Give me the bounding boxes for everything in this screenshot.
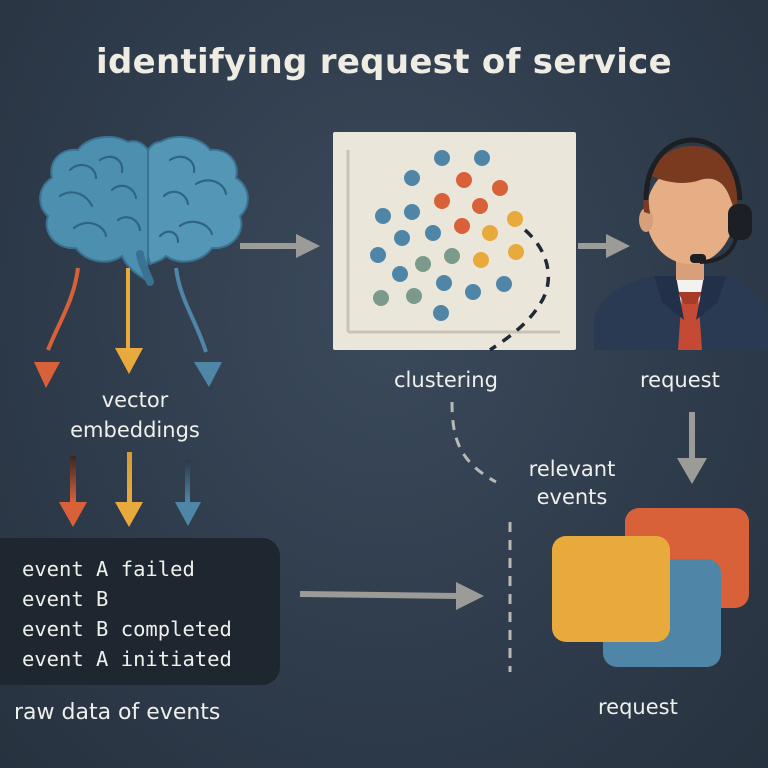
arrowhead-orange [34,362,60,388]
embedding-arrows [46,267,208,353]
scatter-dot [436,275,452,291]
scatter-dot [474,150,490,166]
agent-with-headset-icon [594,137,768,350]
arrow-brain-to-clustering [240,234,320,258]
clustering-label: clustering [394,368,498,392]
scatter-dot [373,290,389,306]
card-mustard [552,536,670,642]
scatter-dot [482,225,498,241]
scatter-dot [425,225,441,241]
scatter-dot [507,211,523,227]
relevant-events-line1: relevant [528,457,616,481]
scatter-dot [492,180,508,196]
vector-embeddings-label: vector embeddings [40,385,230,445]
arrow-raw-data-to-request [299,582,484,610]
arrow-shaft-blue [185,460,190,502]
scatter-dot [392,266,408,282]
event-line: event B completed [22,617,232,641]
vector-embeddings-line2: embeddings [70,418,200,442]
scatter-dot [434,193,450,209]
relevant-events-line2: events [536,485,608,509]
scatter-dot [370,247,386,263]
scatter-dot [454,218,470,234]
scatter-dot [465,284,481,300]
event-line: event A failed [22,557,195,581]
arrowhead-blue-2 [175,502,201,526]
arrow-shaft-mustard [127,452,132,502]
brain-icon [39,135,249,286]
diagram-title: identifying request of service [96,42,672,82]
raw-events-box: event A failed event B event B completed… [0,538,280,685]
request-label-bottom: request [598,695,678,719]
event-line: event B [22,587,109,611]
request-label-top: request [640,368,720,392]
scatter-plot-panel [333,132,576,350]
scatter-axes [346,150,560,334]
scatter-dot [394,230,410,246]
scatter-dot [496,276,512,292]
arrowhead-mustard [115,348,143,374]
event-line: event A initiated [22,647,232,671]
relevant-events-label: relevant events [512,455,632,511]
scatter-dot [508,244,524,260]
cluster-boundary-dashed [489,228,551,352]
raw-data-label: raw data of events [14,700,221,725]
scatter-dots [370,150,524,321]
scatter-dot [472,198,488,214]
arrowhead-blue [194,362,222,387]
stacked-cards-icon [552,508,749,667]
arrowhead-mustard-2 [115,502,143,527]
arrow-clustering-to-request [578,234,630,258]
scatter-dot [375,208,391,224]
scatter-dot [444,248,460,264]
arrowhead-orange-2 [59,502,87,527]
scatter-dot [473,252,489,268]
scatter-dot [434,150,450,166]
vector-embeddings-line1: vector [101,388,169,412]
scatter-dot [404,204,420,220]
scatter-dot [456,172,472,188]
arrow-request-down [677,412,707,484]
scatter-dot [433,305,449,321]
scatter-dot [415,256,431,272]
clustering-dashed-connector [450,401,497,484]
arrow-shaft-orange [70,456,76,502]
scatter-dot [404,170,420,186]
scatter-dot [406,288,422,304]
